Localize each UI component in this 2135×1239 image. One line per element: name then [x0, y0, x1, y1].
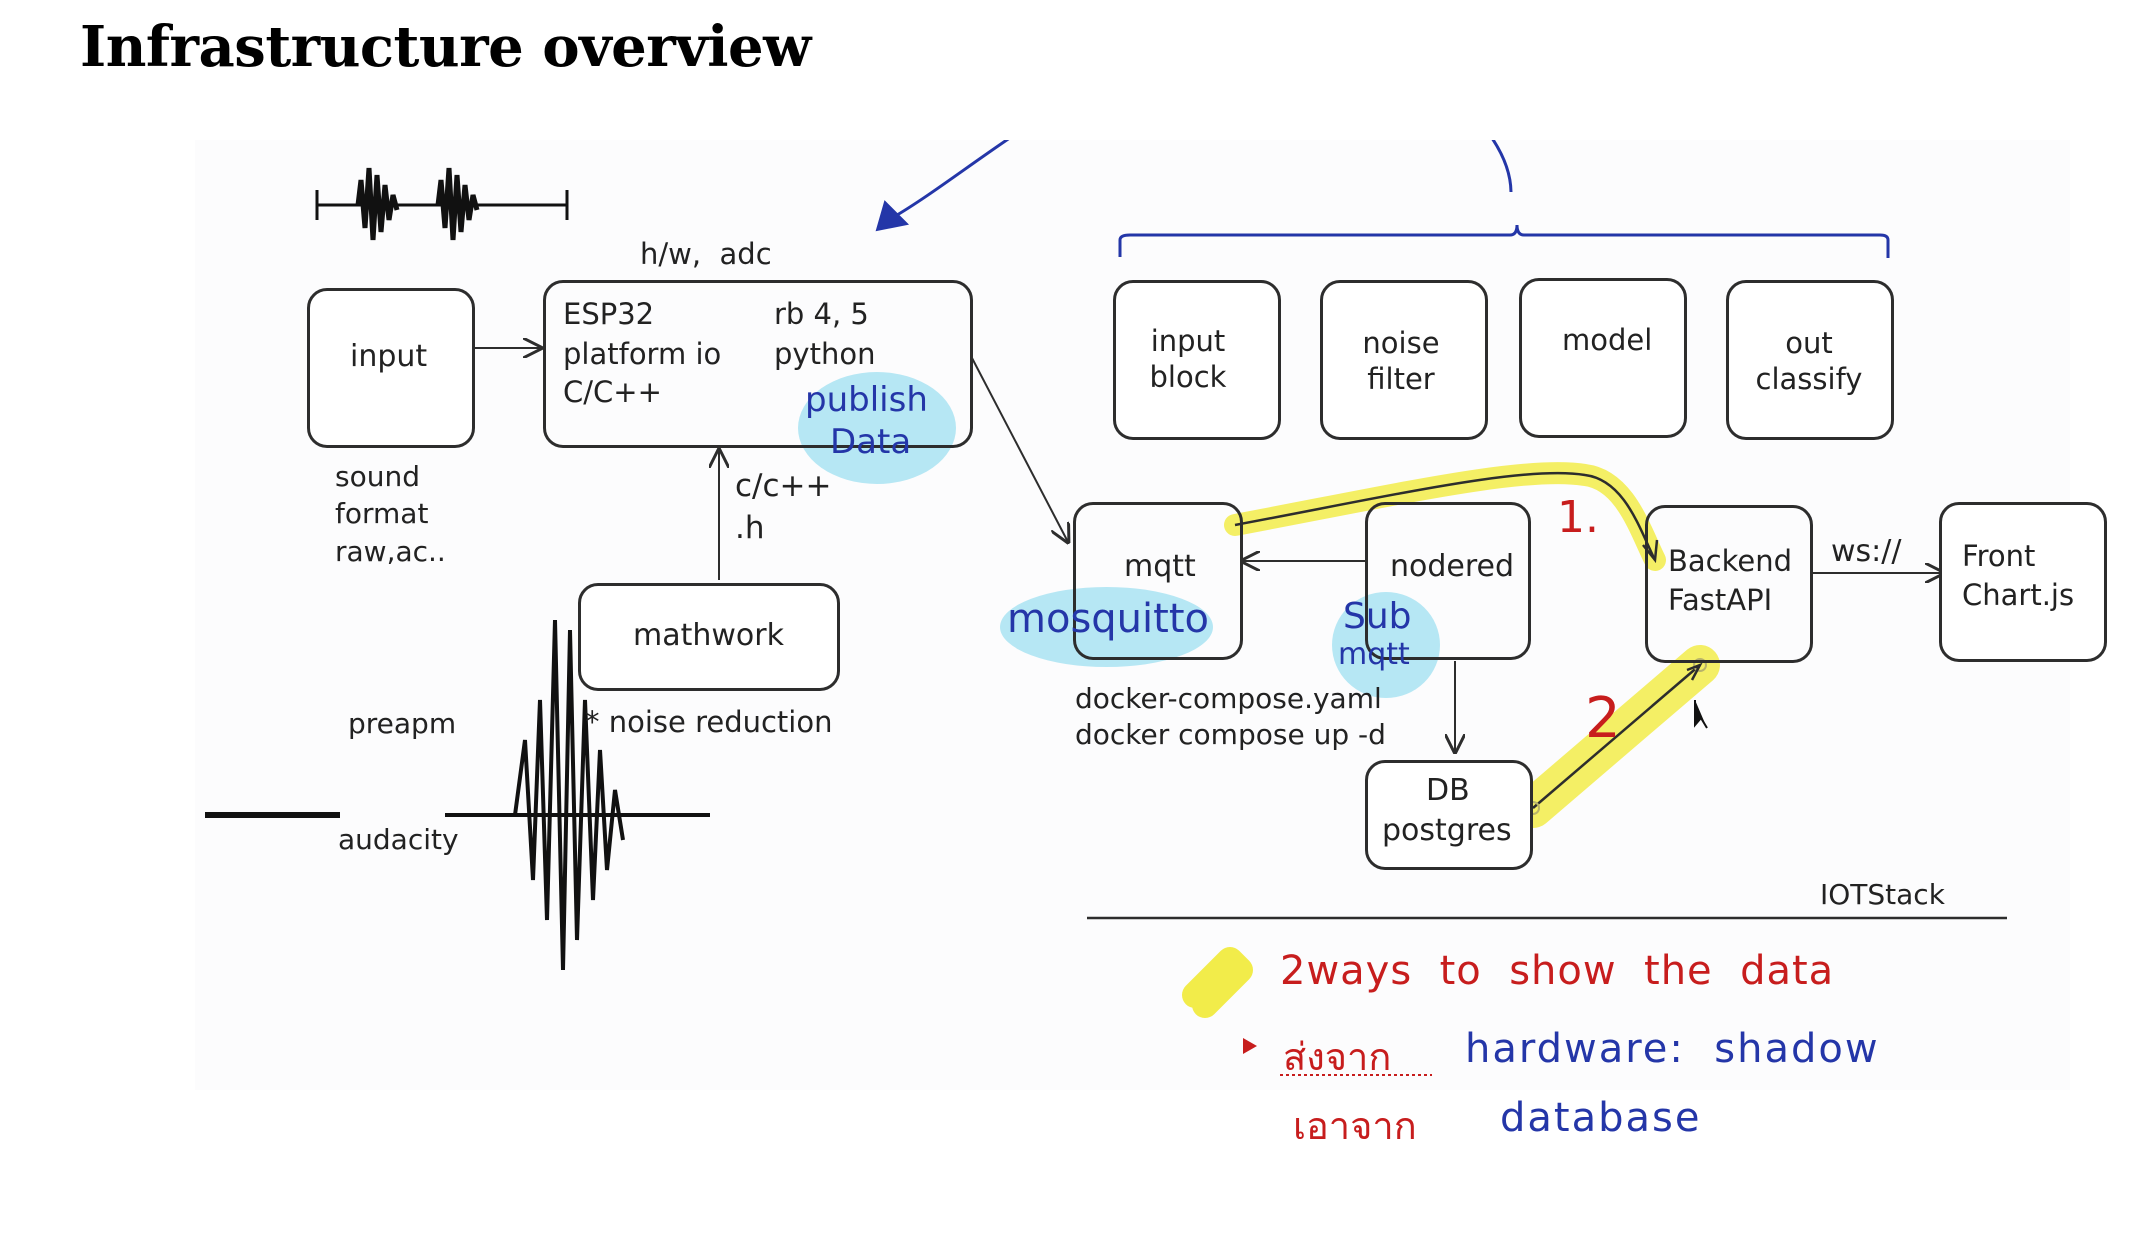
input-note-line-3: raw,ac..: [335, 535, 446, 568]
front-box: Front Chart.js: [1939, 502, 2107, 662]
esp32-line-3: C/C++: [563, 375, 662, 409]
path-marker-2: 2: [1585, 686, 1621, 751]
sub-note-line-2: mqtt: [1338, 637, 1410, 672]
publish-note-line-2: Data: [830, 422, 912, 462]
docker-note-line-1: docker-compose.yaml: [1075, 682, 1382, 715]
publish-highlight: [798, 372, 956, 484]
input-box-label: input: [350, 339, 428, 374]
esp32-col2-line-1: rb 4, 5: [774, 297, 869, 331]
input-box: input: [307, 288, 475, 448]
front-box-line-1: Front: [1962, 539, 2036, 573]
nodered-box: nodered: [1365, 502, 1531, 660]
mosquitto-highlight: [1000, 587, 1213, 667]
sub-note-line-1: Sub: [1343, 596, 1412, 637]
pipeline-label-3: model: [1562, 323, 1653, 357]
notes-line-2-thai: เอาจาก: [1293, 1104, 1417, 1148]
docker-note-line-2: docker compose up -d: [1075, 718, 1386, 751]
db-box: DB postgres: [1365, 760, 1533, 870]
esp32-line-2: platform io: [563, 337, 722, 371]
diagram-canvas: h/w, adc input sound format raw,ac.. ESP…: [195, 140, 2107, 1148]
nodered-box-label: nodered: [1390, 549, 1515, 584]
path-marker-1: 1.: [1557, 492, 1599, 543]
mathwork-box-label: mathwork: [633, 618, 784, 653]
preapm-label: preapm: [348, 707, 457, 740]
notes-line-1-thai: ส่งจาก: [1283, 1035, 1392, 1079]
diagram-lines: [205, 140, 2007, 1076]
audacity-label: audacity: [338, 823, 459, 856]
blue-arrow-head-icon: [875, 200, 910, 232]
cpp-label-line-2: .h: [735, 510, 765, 546]
backend-box-line-1: Backend: [1668, 544, 1793, 578]
notes-line-2-rest: database: [1500, 1095, 1702, 1141]
page-title: Infrastructure overview: [80, 14, 811, 80]
esp32-line-1: ESP32: [563, 297, 655, 331]
sub-mqtt-highlight: [1332, 592, 1440, 698]
pipeline-label-2: noise filter: [1362, 326, 1440, 397]
cursor-icon: [1694, 700, 1708, 729]
input-note-line-1: sound: [335, 460, 420, 493]
publish-note-line-1: publish: [805, 380, 928, 420]
pipeline-label-4: out classify: [1755, 326, 1863, 397]
db-box-line-1: DB: [1426, 773, 1470, 808]
input-note-line-2: format: [335, 497, 429, 530]
mqtt-box: mqtt: [1073, 502, 1243, 660]
esp32-box: ESP32 platform io C/C++ rb 4, 5 python: [543, 280, 973, 448]
waveform-large-icon: [205, 619, 710, 971]
iotstack-label: IOTStack: [1820, 878, 1945, 911]
ws-label: ws://: [1831, 534, 1902, 569]
cpp-label-line-1: c/c++: [735, 468, 832, 504]
esp32-col2-line-2: python: [774, 337, 876, 371]
notes-line-1-rest: hardware: shadow: [1465, 1026, 1880, 1072]
notes-heading: 2ways to show the data: [1280, 948, 1835, 994]
backend-box-line-2: FastAPI: [1668, 583, 1773, 617]
waveform-top-icon: [315, 167, 569, 241]
red-bullet-icon: [1243, 1038, 1257, 1054]
pipeline-input-block: input block: [1113, 280, 1281, 440]
pipeline-noise-filter: noise filter: [1320, 280, 1488, 440]
pipeline-out-classify: out classify: [1726, 280, 1894, 440]
mathwork-box: mathwork: [578, 583, 840, 691]
pipeline-model: model: [1519, 278, 1687, 438]
pipeline-label-1: input block: [1149, 324, 1227, 395]
noise-reduction-note: * noise reduction: [585, 705, 833, 739]
db-box-line-2: postgres: [1382, 813, 1512, 848]
mqtt-box-label: mqtt: [1124, 549, 1196, 584]
backend-box: Backend FastAPI: [1645, 505, 1813, 663]
hw-adc-label: h/w, adc: [640, 237, 772, 271]
yellow-scribble-icon: [1182, 947, 1253, 1018]
mosquitto-label: mosquitto: [1007, 596, 1209, 642]
front-box-line-2: Chart.js: [1962, 578, 2075, 612]
